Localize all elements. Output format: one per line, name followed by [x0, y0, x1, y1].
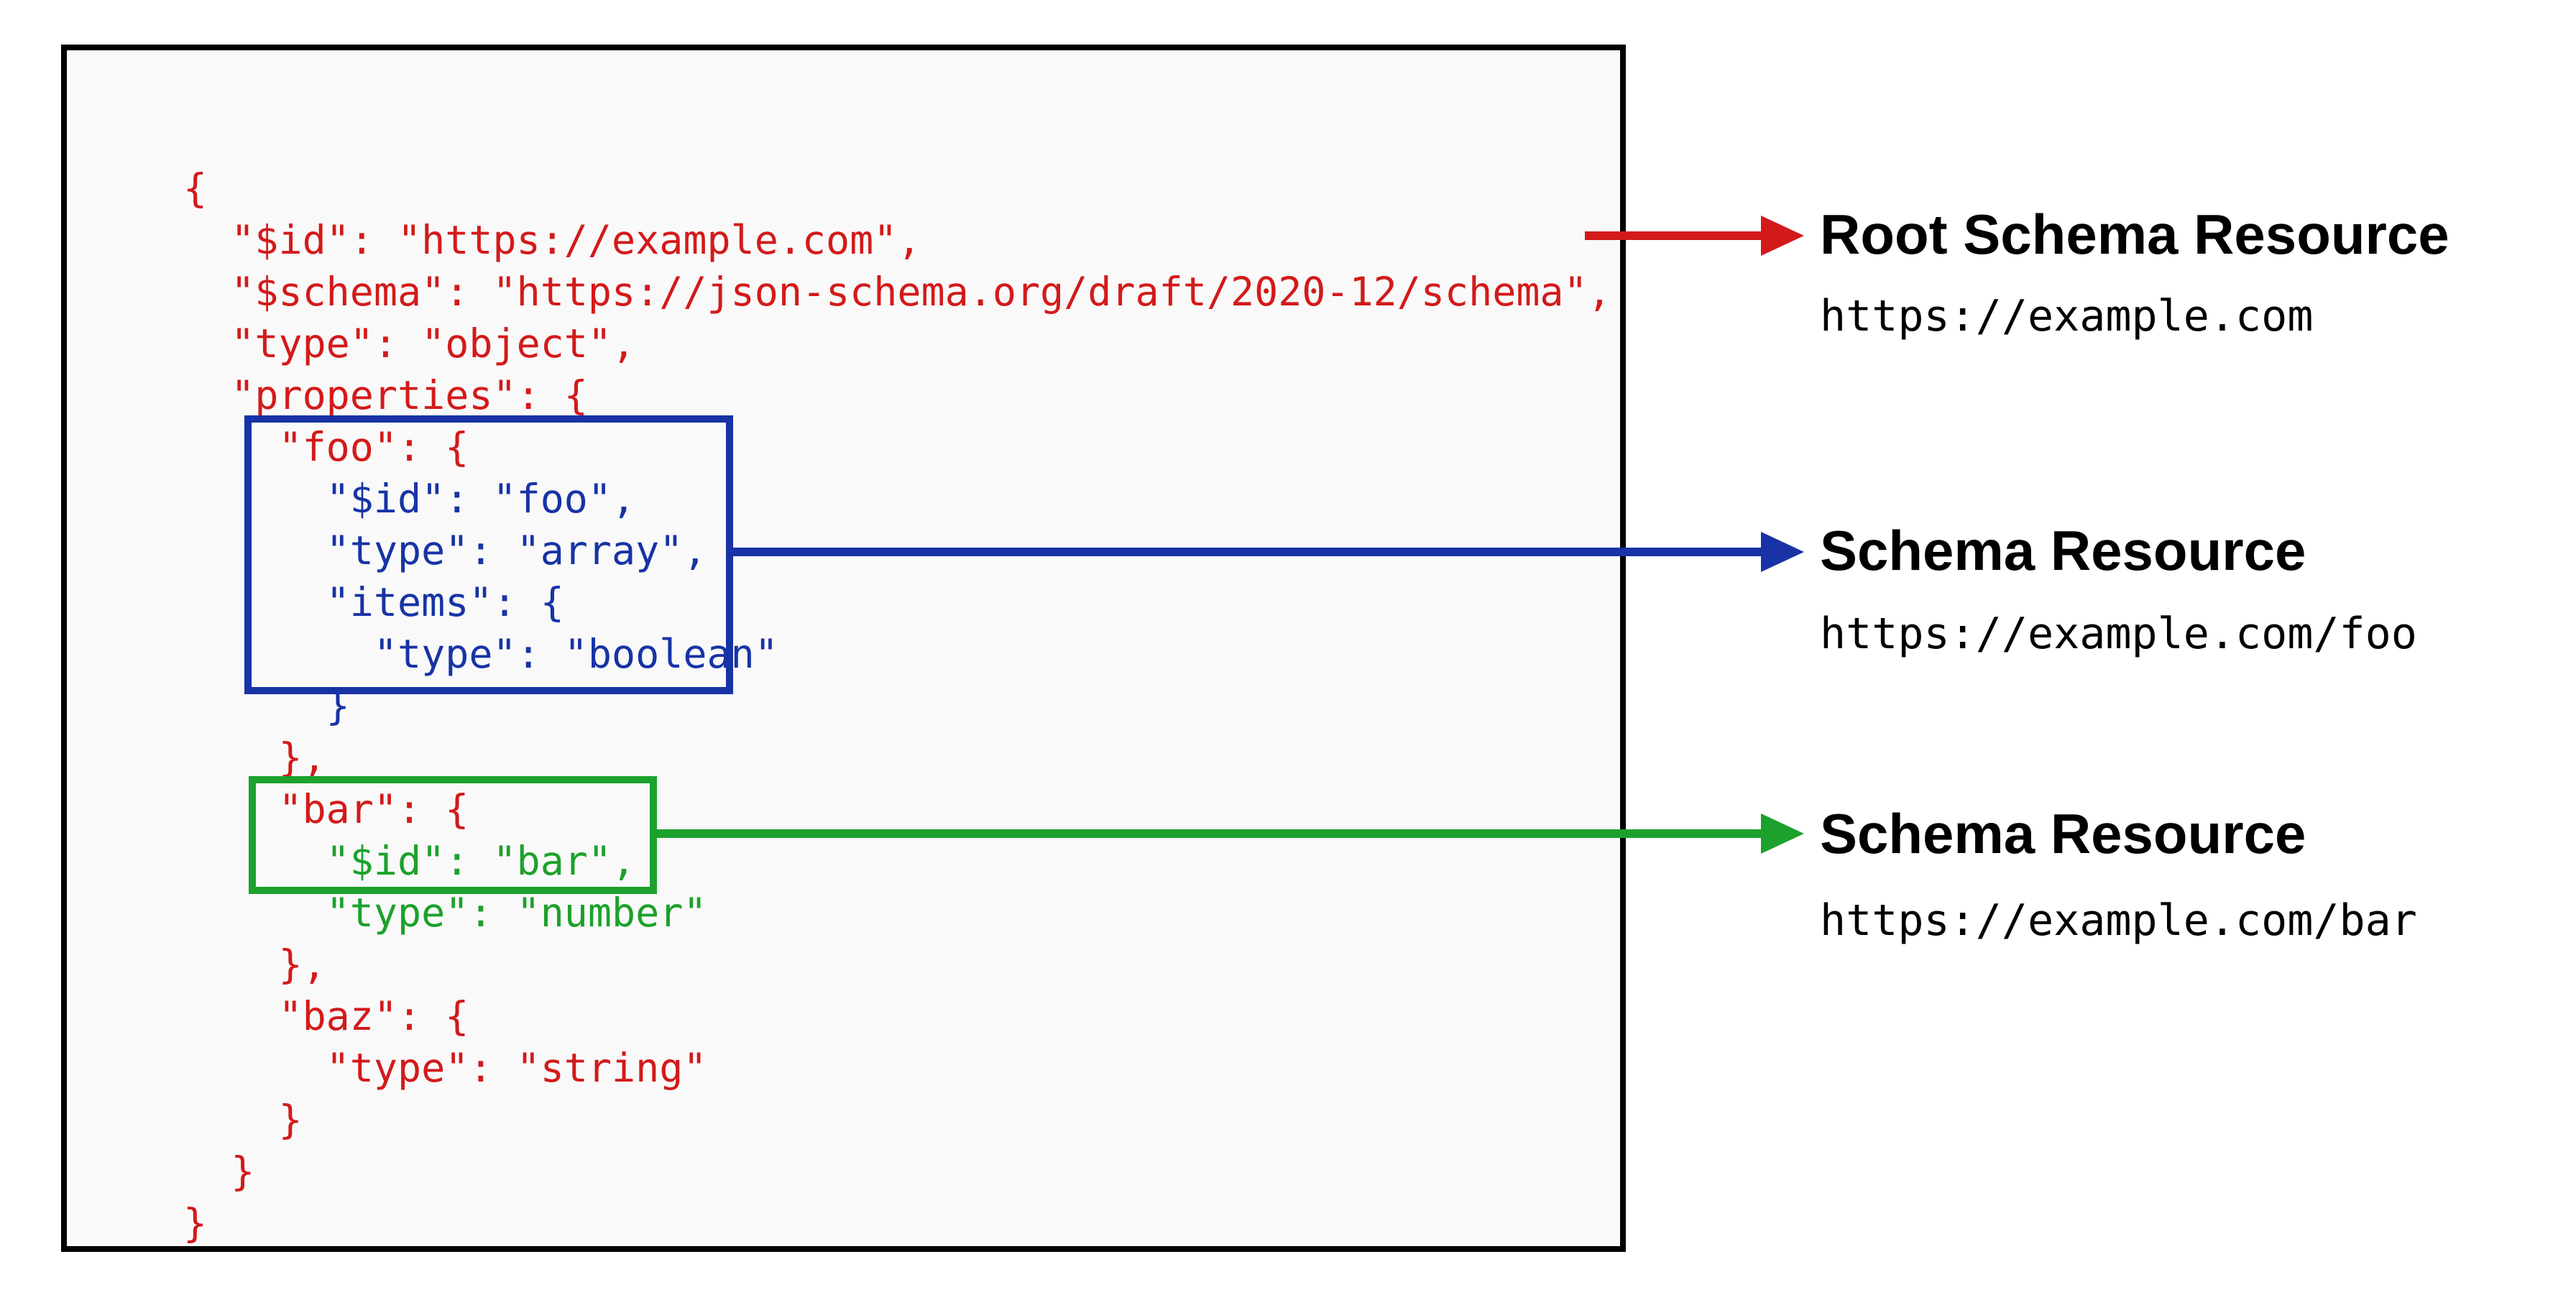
code-line: "items": { — [183, 579, 564, 625]
code-line: } — [183, 1097, 303, 1143]
bar-schema-resource-outline — [249, 776, 657, 894]
code-line: "properties": { — [183, 372, 588, 418]
code-line: }, — [183, 941, 326, 987]
bar-schema-arrowhead-icon — [1761, 814, 1804, 854]
bar-schema-resource-uri: https://example.com/bar — [1820, 895, 2417, 946]
foo-schema-resource-outline — [244, 415, 733, 694]
code-line: "$id": "https://example.com", — [183, 217, 921, 263]
code-line: "$id": "bar", — [183, 838, 636, 884]
root-schema-arrow — [1585, 231, 1762, 240]
code-line: { — [183, 165, 208, 211]
root-schema-resource-label: Root Schema Resource — [1820, 203, 2450, 266]
foo-schema-resource-uri: https://example.com/foo — [1820, 609, 2417, 659]
code-line: "foo": { — [183, 424, 469, 470]
code-line: "$id": "foo", — [183, 476, 636, 522]
json-code: { "$id": "https://example.com", "$schema… — [183, 162, 1611, 1249]
foo-schema-arrow — [732, 548, 1762, 556]
code-line: "$schema": "https://json-schema.org/draf… — [183, 269, 1611, 315]
code-line: "type": "array", — [183, 527, 707, 573]
foo-schema-arrowhead-icon — [1761, 532, 1804, 572]
code-line: "bar": { — [183, 786, 469, 832]
code-line: } — [183, 1148, 255, 1194]
code-line: "type": "string" — [183, 1045, 707, 1091]
root-schema-resource-uri: https://example.com — [1820, 291, 2314, 341]
root-schema-arrowhead-icon — [1761, 216, 1804, 256]
code-line: "baz": { — [183, 993, 469, 1039]
code-panel: { "$id": "https://example.com", "$schema… — [61, 45, 1626, 1252]
bar-schema-arrow — [656, 829, 1762, 838]
code-line: }, — [183, 734, 326, 780]
bar-schema-resource-label: Schema Resource — [1820, 802, 2306, 865]
code-line: } — [183, 1200, 208, 1246]
code-line: "type": "number" — [183, 890, 707, 936]
code-line: "type": "object", — [183, 321, 636, 367]
code-line: "type": "boolean" — [183, 631, 778, 677]
foo-schema-resource-label: Schema Resource — [1820, 519, 2306, 582]
